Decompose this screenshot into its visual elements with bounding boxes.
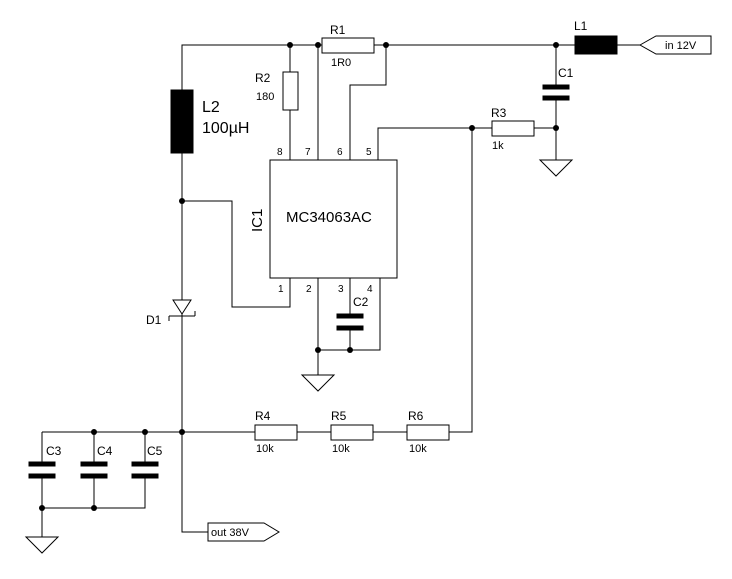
inductor-l1-body (574, 35, 618, 55)
resistor-r5-value: 10k (332, 443, 350, 455)
resistor-r4: R4 10k (254, 409, 298, 455)
port-input-flag (638, 35, 712, 55)
port-input: in 12V (638, 35, 712, 55)
inductor-l2-body (170, 89, 194, 154)
capacitor-c4: C4 (80, 444, 113, 479)
resistor-r2: R2 180 (255, 71, 299, 111)
resistor-r6-value: 10k (409, 443, 427, 455)
ic1-body (269, 159, 398, 279)
ic1-pin-7: 7 (305, 147, 311, 158)
ic1-pin-1: 1 (278, 284, 284, 295)
ground-symbol-c1 (538, 159, 574, 177)
resistor-r1-value: 1R0 (331, 57, 351, 69)
inductor-l1: L1 (574, 19, 618, 55)
inductor-l2-value: 100µH (202, 120, 249, 137)
inductor-l1-ref: L1 (574, 19, 588, 33)
port-output: out 38V (207, 522, 280, 542)
ic1-pin-8: 8 (277, 147, 283, 158)
ground-symbol-ic1 (300, 374, 336, 392)
ground-symbols (24, 159, 574, 554)
ic1-pin-3: 3 (338, 284, 344, 295)
ic1-pin-4: 4 (367, 284, 373, 295)
inductor-l2-ref: L2 (202, 99, 220, 116)
resistor-r3: R3 1k (491, 106, 535, 152)
ic1-ref-label: IC1 (249, 209, 266, 232)
capacitor-c4-ref: C4 (97, 444, 113, 458)
resistor-r5: R5 10k (330, 409, 374, 455)
resistor-r1: R1 1R0 (321, 23, 375, 69)
capacitor-c5-ref: C5 (147, 444, 163, 458)
junction-dots (39, 42, 559, 511)
resistor-r1-ref: R1 (330, 23, 346, 37)
ground-symbol-output-caps (24, 536, 60, 554)
resistor-r4-ref: R4 (255, 409, 271, 423)
ic1-part-number: MC34063AC (286, 209, 372, 226)
resistor-r4-value: 10k (256, 443, 274, 455)
capacitor-c2-ref: C2 (353, 295, 369, 309)
resistor-r2-ref: R2 (255, 71, 271, 85)
resistor-r3-ref: R3 (491, 106, 507, 120)
ic1-mc34063ac: MC34063AC IC1 8 7 6 5 1 2 3 4 (249, 147, 398, 295)
capacitor-c2: C2 (336, 295, 369, 331)
port-output-flag (207, 522, 280, 542)
resistor-r5-ref: R5 (331, 409, 347, 423)
resistor-r6: R6 10k (406, 409, 450, 455)
capacitor-c1: C1 (542, 66, 574, 101)
ic1-pin-6: 6 (337, 147, 343, 158)
capacitor-c3-ref: C3 (46, 444, 62, 458)
inductor-l2: L2 100µH (170, 89, 249, 154)
port-output-label: out 38V (211, 527, 250, 539)
ic1-pin-5: 5 (366, 147, 372, 158)
capacitor-c3: C3 (28, 444, 62, 479)
diode-d1: D1 (146, 299, 196, 327)
diode-d1-ref: D1 (146, 313, 162, 327)
ic1-pin-2: 2 (306, 284, 312, 295)
resistor-r6-ref: R6 (408, 409, 424, 423)
resistor-r2-value: 180 (256, 91, 274, 103)
resistor-r3-value: 1k (492, 140, 504, 152)
capacitor-c1-ref: C1 (558, 66, 574, 80)
port-input-label: in 12V (665, 40, 697, 52)
capacitor-c5: C5 (131, 444, 163, 479)
